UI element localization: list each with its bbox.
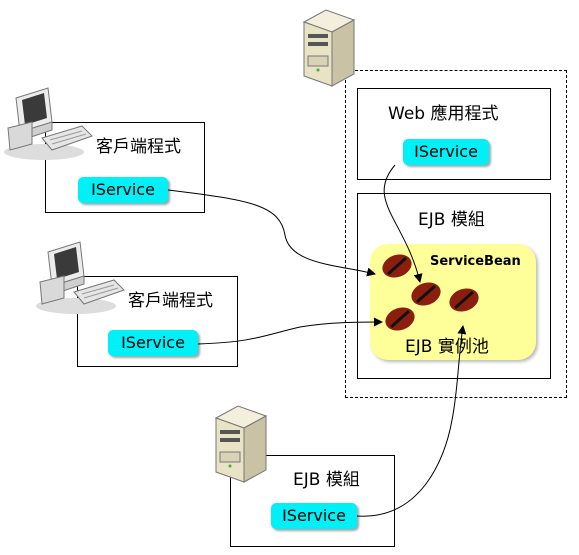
client1-iservice: IService [78,177,168,203]
coffee-bean-icon [385,307,415,331]
client2-iservice: IService [108,330,198,356]
coffee-bean-icon [411,282,441,306]
ejb-pool-label: EJB 實例池 [405,337,489,357]
server-icon [302,9,356,87]
coffee-bean-icon [449,288,479,312]
desktop-computer-icon [4,87,93,160]
arrow-client1-to-bean [167,189,376,277]
arrow-client2-to-bean [197,317,383,345]
remote-ejb-iservice: IService [271,503,357,529]
remote-ejb-module-title: EJB 模組 [293,470,360,490]
app-server-container [345,70,567,398]
arrow-remote-ejb-to-bean [356,325,467,517]
web-app-iservice: IService [403,139,489,165]
arrow-webapp-to-bean [383,164,423,283]
ejb-module-title: EJB 模組 [418,210,485,230]
service-bean-label: ServiceBean [430,254,521,269]
client2-title: 客戶端程式 [128,291,213,311]
server-icon [214,405,268,483]
web-app-title: Web 應用程式 [388,104,499,124]
coffee-bean-icon [382,254,412,278]
client1-title: 客戶端程式 [96,137,181,157]
desktop-computer-icon [36,241,125,314]
